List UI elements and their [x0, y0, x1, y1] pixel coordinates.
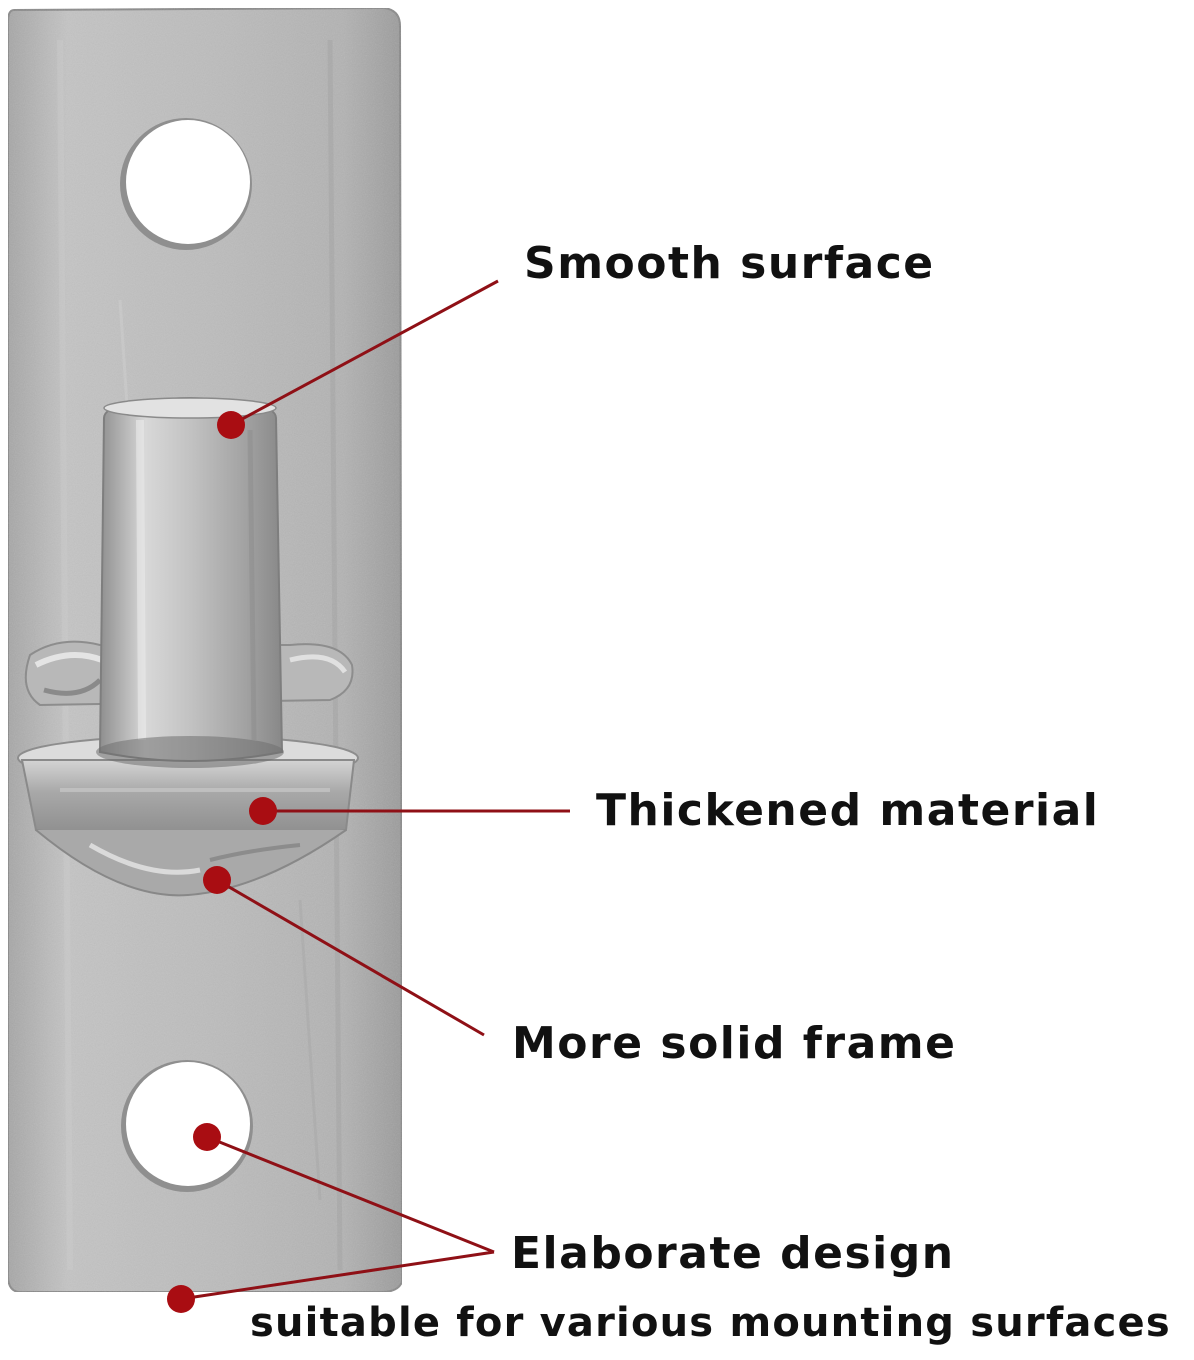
- callout-dot-solid-frame: [203, 866, 231, 894]
- bottom-mounting-hole: [121, 1060, 253, 1192]
- top-mounting-hole: [120, 118, 252, 250]
- callout-dot-thickened-material: [249, 797, 277, 825]
- label-mounting-surfaces: suitable for various mounting surfaces: [250, 1300, 1171, 1346]
- callout-dot-smooth-surface: [217, 411, 245, 439]
- callout-lines: [180, 279, 570, 1301]
- label-smooth-surface: Smooth surface: [524, 238, 935, 289]
- label-thickened-material: Thickened material: [596, 785, 1100, 836]
- callout-dot-hole: [193, 1123, 221, 1151]
- label-more-solid-frame: More solid frame: [512, 1018, 957, 1069]
- label-elaborate-design: Elaborate design: [511, 1228, 955, 1279]
- pintle-pin: [96, 396, 284, 768]
- callout-dot-surface: [167, 1285, 195, 1313]
